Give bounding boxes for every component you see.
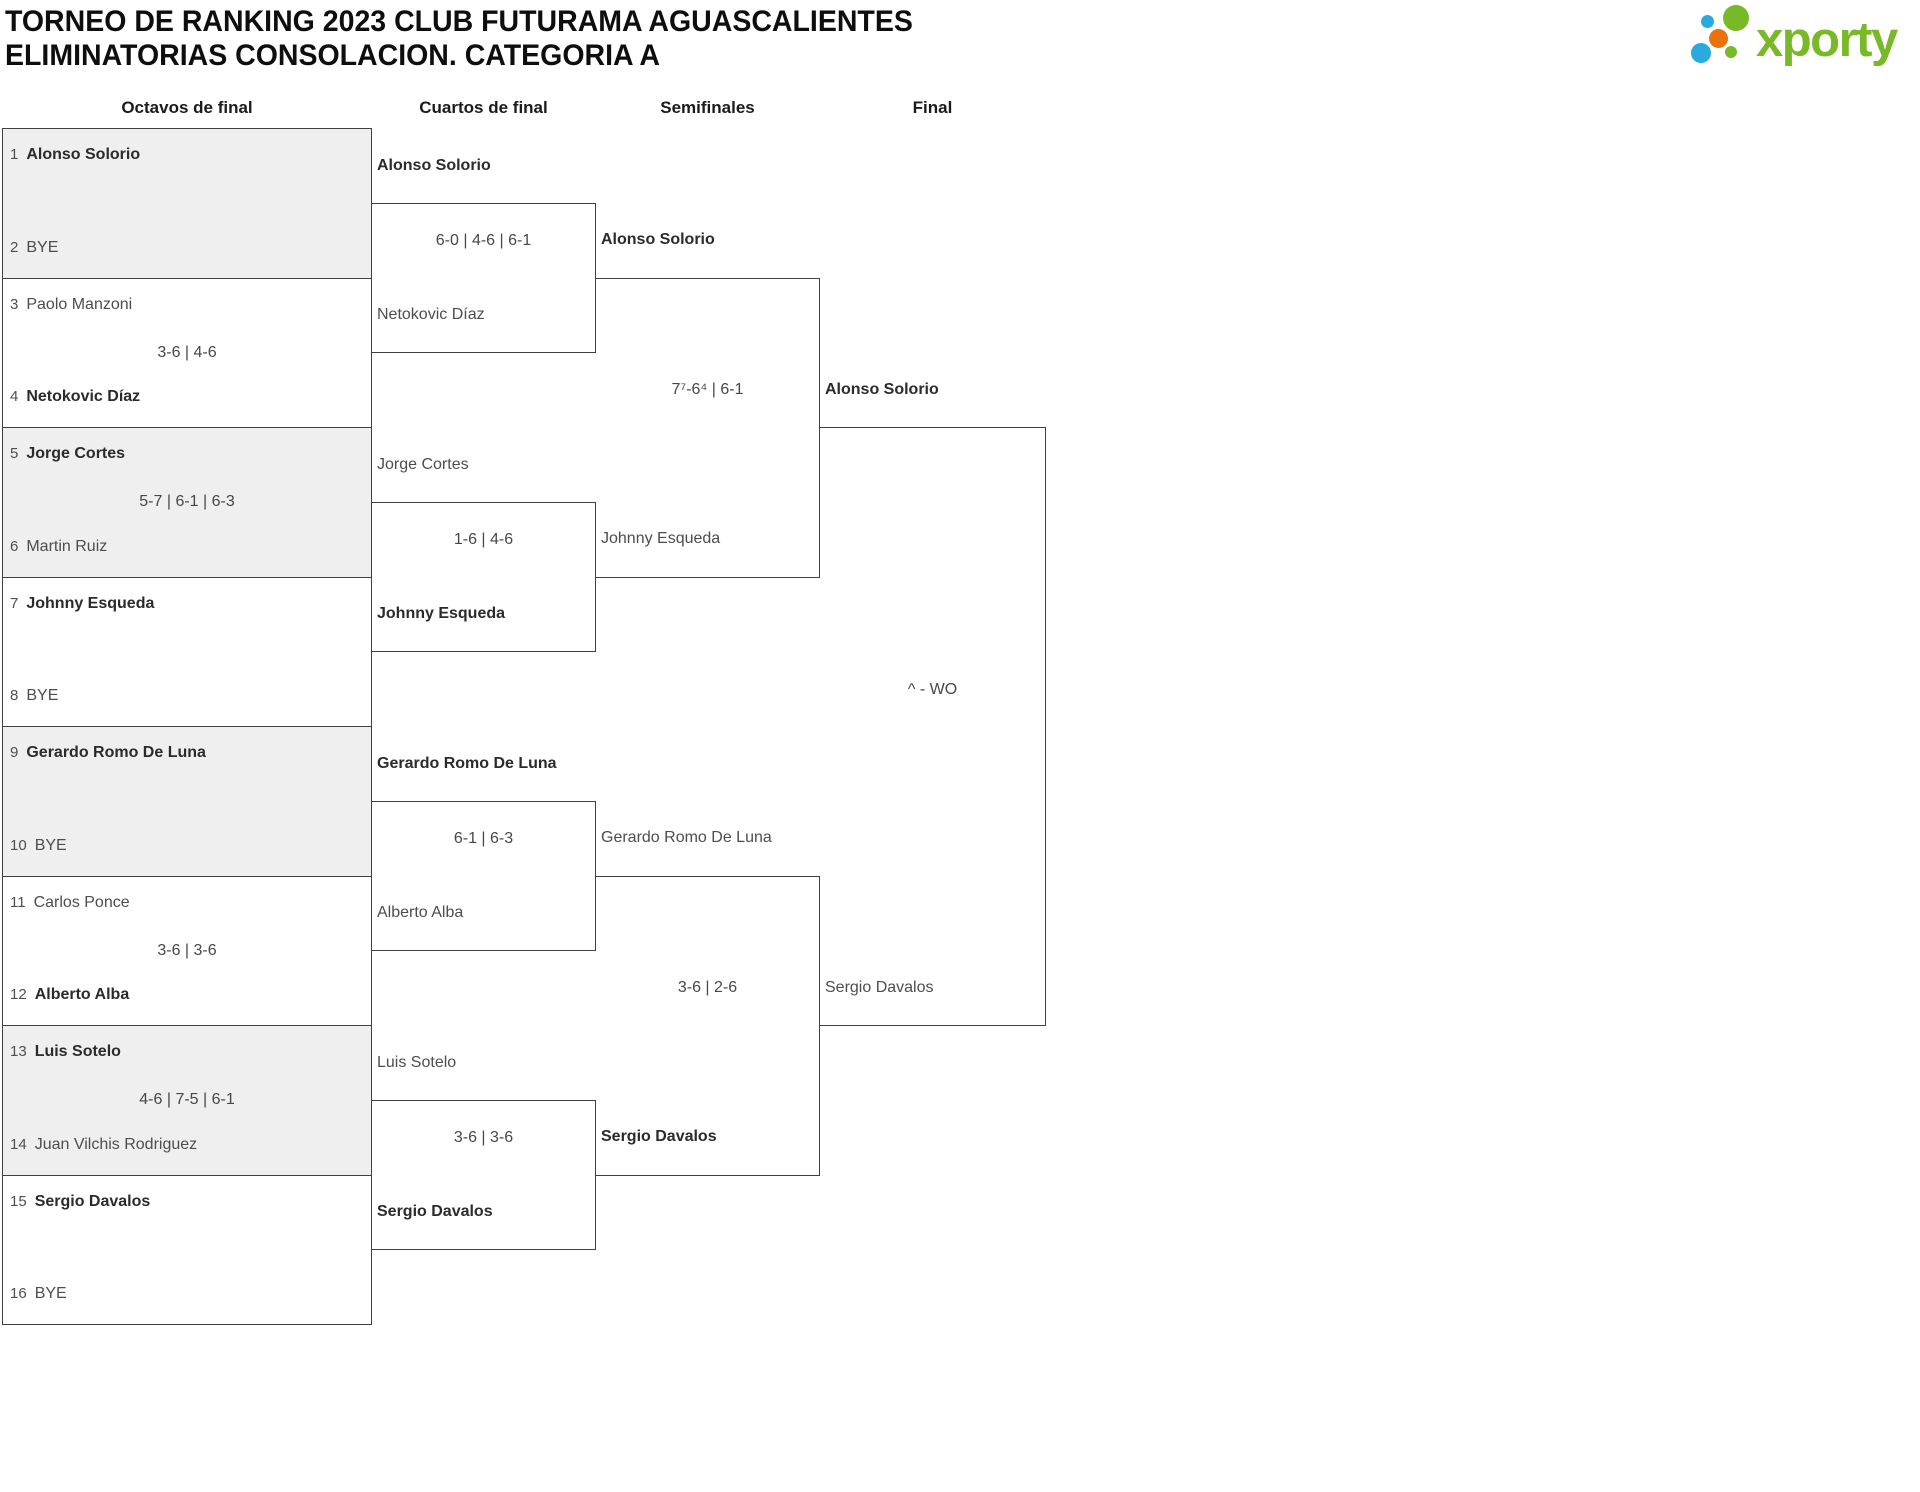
bracket-entry: 12 Alberto Alba (10, 985, 365, 1005)
bracket-entry: 16 BYE (10, 1284, 365, 1304)
player-name: Alonso Solorio (377, 157, 491, 174)
bracket-entry: 2 BYE (10, 238, 365, 258)
player-name: Alberto Alba (34, 986, 130, 1003)
bracket-entry: 3 Paolo Manzoni (10, 295, 365, 315)
seed-number: 10 (10, 836, 27, 854)
seed-number: 12 (10, 986, 27, 1003)
match-score: 6-0 | 4-6 | 6-1 (435, 232, 532, 249)
r16-match-5: 9 Gerardo Romo De Luna 10 BYE (2, 726, 372, 877)
r16-match-8: 15 Sergio Davalos 16 BYE (2, 1174, 372, 1325)
r16-match-4: 7 Johnny Esqueda 8 BYE (2, 576, 372, 727)
player-name: Netokovic Díaz (26, 388, 141, 405)
player-name: Alonso Solorio (825, 381, 939, 398)
qf-match-1-box (371, 202, 596, 354)
logo-dot-orange-icon (1708, 28, 1728, 48)
seed-number: 14 (10, 1135, 27, 1153)
qf-match-4-box (371, 1099, 596, 1251)
final-match-box (819, 427, 1046, 1026)
player-name: Johnny Esqueda (26, 594, 155, 612)
logo-dot-blue-small-icon (1700, 14, 1714, 28)
player-name: Luis Sotelo (377, 1054, 457, 1071)
player-name: Alonso Solorio (26, 146, 141, 163)
player-name: Netokovic Díaz (377, 306, 485, 323)
player-name: Jorge Cortes (26, 445, 126, 462)
seed-number: 9 (10, 744, 19, 761)
seed-number: 5 (10, 445, 19, 462)
bracket-entry: 15 Sergio Davalos (10, 1192, 365, 1212)
r16-match-1: 1 Alonso Solorio 2 BYE (2, 128, 372, 279)
xporty-logo[interactable]: xporty (1688, 3, 1916, 75)
qf-match-3-box (371, 800, 596, 952)
bracket-entry: 8 BYE (10, 686, 365, 706)
player-name: Jorge Cortes (377, 456, 469, 473)
bracket-entry: 4 Netokovic Díaz (10, 387, 365, 407)
match-score: 3-6 | 3-6 (453, 1129, 514, 1146)
logo-dot-blue-icon (1691, 43, 1711, 63)
logo-wordmark: xporty (1756, 13, 1898, 67)
bracket-entry: 13 Luis Sotelo (10, 1042, 365, 1062)
player-name: Sergio Davalos (377, 1203, 493, 1220)
player-name: Gerardo Romo De Luna (377, 755, 557, 772)
match-score: 7⁷-6⁴ | 6-1 (671, 381, 744, 398)
match-score: 3-6 | 2-6 (677, 979, 738, 996)
seed-number: 1 (10, 146, 19, 163)
player-name: Sergio Davalos (34, 1192, 151, 1210)
player-name: Alonso Solorio (601, 231, 715, 248)
seed-number: 2 (10, 238, 19, 256)
seed-number: 4 (10, 388, 19, 405)
seed-number: 15 (10, 1192, 27, 1210)
bracket-entry: 7 Johnny Esqueda (10, 594, 365, 614)
qf-match-2-box (371, 501, 596, 653)
bracket-entry: 9 Gerardo Romo De Luna (10, 743, 365, 763)
logo-dot-green-large-icon (1723, 5, 1749, 31)
player-name: BYE (34, 1285, 67, 1302)
match-score: 1-6 | 4-6 (453, 531, 514, 548)
bracket-entry: 11 Carlos Ponce (10, 893, 365, 913)
player-name: Paolo Manzoni (26, 295, 133, 313)
column-header-octavos: Octavos de final (121, 98, 253, 117)
seed-number: 16 (10, 1285, 27, 1302)
player-name: BYE (34, 836, 67, 854)
player-name: Juan Vilchis Rodriguez (34, 1135, 198, 1153)
bracket-entry: 6 Martin Ruiz (10, 537, 365, 557)
player-name: Gerardo Romo De Luna (26, 744, 206, 761)
bracket-entry: 1 Alonso Solorio (10, 145, 365, 165)
column-header-cuartos: Cuartos de final (419, 98, 548, 117)
bracket-entry: 14 Juan Vilchis Rodriguez (10, 1135, 365, 1155)
match-score-walkover: ^ - WO (907, 681, 958, 698)
match-score: 6-1 | 6-3 (453, 830, 514, 847)
title-line-1: TORNEO DE RANKING 2023 CLUB FUTURAMA AGU… (5, 5, 913, 38)
column-header-final: Final (912, 98, 953, 117)
bracket-entry: 5 Jorge Cortes (10, 444, 365, 464)
player-name: Martin Ruiz (26, 537, 108, 555)
seed-number: 3 (10, 295, 19, 313)
player-name: Gerardo Romo De Luna (601, 829, 772, 846)
player-name: Johnny Esqueda (377, 605, 506, 622)
player-name: Alberto Alba (377, 904, 464, 921)
seed-number: 8 (10, 687, 19, 704)
logo-dot-green-small-icon (1725, 46, 1737, 58)
column-header-semifinales: Semifinales (660, 98, 755, 117)
player-name: Johnny Esqueda (601, 530, 721, 547)
seed-number: 7 (10, 594, 19, 612)
seed-number: 13 (10, 1043, 27, 1060)
player-name: BYE (26, 238, 59, 256)
page-title: TORNEO DE RANKING 2023 CLUB FUTURAMA AGU… (5, 5, 913, 73)
seed-number: 6 (10, 537, 19, 555)
player-name: Sergio Davalos (825, 979, 934, 996)
player-name: BYE (26, 687, 59, 704)
bracket-entry: 10 BYE (10, 836, 365, 856)
player-name: Sergio Davalos (601, 1128, 717, 1145)
seed-number: 11 (10, 893, 26, 911)
title-line-2: ELIMINATORIAS CONSOLACION. CATEGORIA A (5, 39, 660, 72)
player-name: Luis Sotelo (34, 1043, 121, 1060)
player-name: Carlos Ponce (33, 893, 130, 911)
